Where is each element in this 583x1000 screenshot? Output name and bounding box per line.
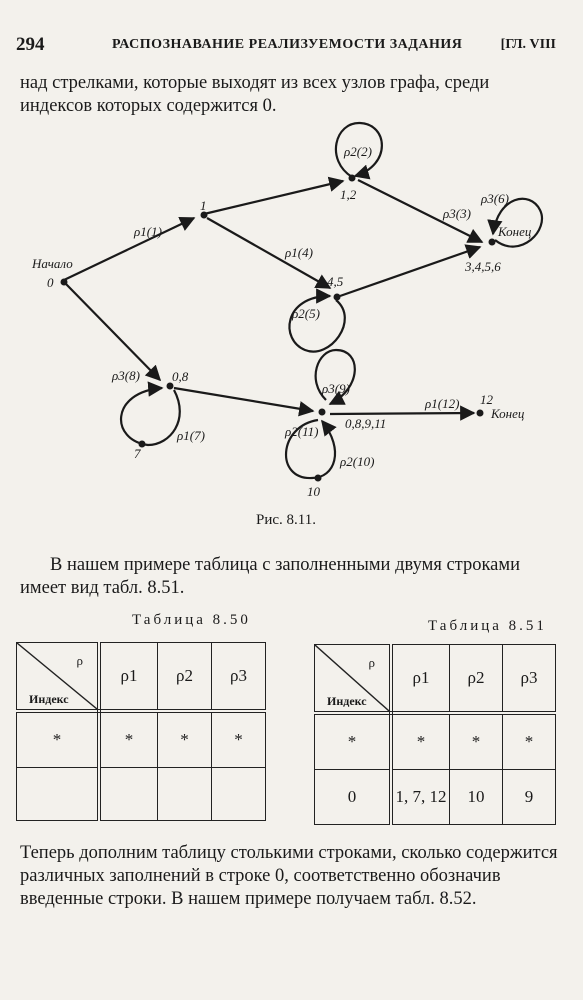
table-header-row: ρ Индекс ρ1 ρ2 ρ3 [16, 642, 266, 713]
corner-index: Индекс [327, 694, 367, 708]
table-cell: * [314, 712, 393, 770]
label-node-10: 10 [307, 484, 321, 499]
loop-end1 [487, 197, 543, 248]
table-cell: * [390, 712, 450, 770]
header-cell: ρ1 [98, 642, 158, 713]
label-node-45: 4,5 [327, 274, 344, 289]
table-cell: * [211, 710, 266, 768]
edge-08911-12 [329, 405, 476, 421]
table-header-row: ρ Индекс ρ1 ρ2 ρ3 [314, 644, 556, 715]
label-end1: Конец [497, 224, 532, 239]
label-node-12b: 12 [480, 392, 494, 407]
table-cell [157, 767, 212, 821]
paragraph-1: над стрелками, которые выходят из всех у… [20, 73, 490, 116]
corner-diagonal [17, 643, 97, 709]
table-row: * * * * [16, 710, 266, 768]
label-node-08911: 0,8,9,11 [345, 416, 386, 431]
table-cell: * [449, 712, 503, 770]
label-rho1-12: ρ1(12) [424, 396, 459, 411]
edge-12-end [357, 179, 484, 243]
label-rho2-11: ρ2(11) [284, 424, 318, 439]
table-row: 0 1, 7, 12 10 9 [314, 769, 556, 825]
paragraph-3: Теперь дополним таблицу столькими строка… [20, 843, 558, 909]
node-45 [333, 293, 341, 301]
table-8-51-caption: Таблица 8.51 [428, 618, 547, 634]
table-cell: 10 [449, 769, 503, 825]
edge-08-08911 [173, 386, 315, 417]
label-rho2-10: ρ2(10) [339, 454, 374, 469]
table-cell: * [98, 710, 158, 768]
node-12 [348, 174, 356, 182]
loop-top-08911 [314, 348, 356, 405]
table-cell: * [502, 712, 556, 770]
loop-12 [334, 121, 383, 180]
loop-low-08911 [285, 418, 337, 480]
label-node-08: 0,8 [172, 369, 189, 384]
label-node-0: 0 [47, 275, 54, 290]
node-08911 [318, 408, 326, 416]
label-node-1: 1 [200, 198, 207, 213]
node-end1 [488, 238, 496, 246]
corner-rho: ρ [76, 653, 84, 668]
header-cell: ρ3 [502, 644, 556, 715]
label-node-12: 1,2 [340, 187, 357, 202]
node-10 [314, 474, 322, 482]
label-node-3456: 3,4,5,6 [464, 259, 501, 274]
node-7 [138, 440, 146, 448]
label-rho1-7: ρ1(7) [176, 428, 205, 443]
paragraph-2: В нашем примере таблица с заполненными д… [20, 555, 520, 598]
table-cell: * [157, 710, 212, 768]
table-cell [211, 767, 266, 821]
label-end2: Конец [490, 406, 525, 421]
table-8-50: ρ Индекс ρ1 ρ2 ρ3 * * * * [16, 642, 266, 821]
label-rho3-8: ρ3(8) [111, 368, 140, 383]
table-row: * * * * [314, 712, 556, 770]
header-cell: ρ3 [211, 642, 266, 713]
table-cell [16, 767, 101, 821]
page-number: 294 [16, 34, 45, 55]
edge-0-1 [63, 217, 196, 281]
table-8-51: ρ Индекс ρ1 ρ2 ρ3 * * * * 0 1, 7, 12 10 … [314, 644, 556, 825]
header-cell: ρ1 [390, 644, 450, 715]
label-rho3-6: ρ3(6) [480, 191, 509, 206]
edge-1-45 [206, 217, 332, 289]
loop-45 [288, 288, 346, 353]
chapter-label: [ГЛ. VIII [500, 37, 556, 52]
corner-cell: ρ Индекс [314, 644, 393, 715]
table-cell: 1, 7, 12 [390, 769, 450, 825]
node-08 [166, 382, 174, 390]
label-rho1-4: ρ1(4) [284, 245, 313, 260]
node-12b [476, 409, 484, 417]
edge-1-12 [203, 176, 345, 216]
label-rho1-1: ρ1(1) [133, 224, 162, 239]
label-rho2-2: ρ2(2) [343, 144, 372, 159]
label-node-7: 7 [134, 446, 141, 461]
label-rho3-3: ρ3(3) [442, 206, 471, 221]
table-cell: 9 [502, 769, 556, 825]
edge-0-08 [65, 283, 162, 382]
loop-08 [120, 381, 181, 447]
table-row [16, 767, 266, 821]
figure-caption: Рис. 8.11. [256, 512, 316, 528]
edge-45-end [339, 244, 482, 298]
corner-index: Индекс [29, 692, 69, 706]
corner-rho: ρ [368, 655, 376, 670]
header-cell: ρ2 [449, 644, 503, 715]
running-header: 294 РАСПОЗНАВАНИЕ РЕАЛИЗУЕМОСТИ ЗАДАНИЯ … [16, 34, 556, 56]
node-0 [60, 278, 68, 286]
label-rho2-5: ρ2(5) [291, 306, 320, 321]
corner-cell: ρ Индекс [16, 642, 101, 713]
label-start: Начало [31, 256, 73, 271]
table-cell: * [16, 710, 101, 768]
label-rho3-9: ρ3(9) [321, 381, 350, 396]
table-cell: 0 [314, 769, 393, 825]
corner-diagonal [315, 645, 389, 711]
running-title: РАСПОЗНАВАНИЕ РЕАЛИЗУЕМОСТИ ЗАДАНИЯ [112, 37, 463, 52]
table-8-50-caption: Таблица 8.50 [132, 612, 251, 628]
graph-figure: Начало 0 1 1,2 Конец 3,4,5,6 4,5 0,8 7 0… [31, 121, 543, 499]
header-cell: ρ2 [157, 642, 212, 713]
node-1 [200, 211, 208, 219]
table-cell [98, 767, 158, 821]
